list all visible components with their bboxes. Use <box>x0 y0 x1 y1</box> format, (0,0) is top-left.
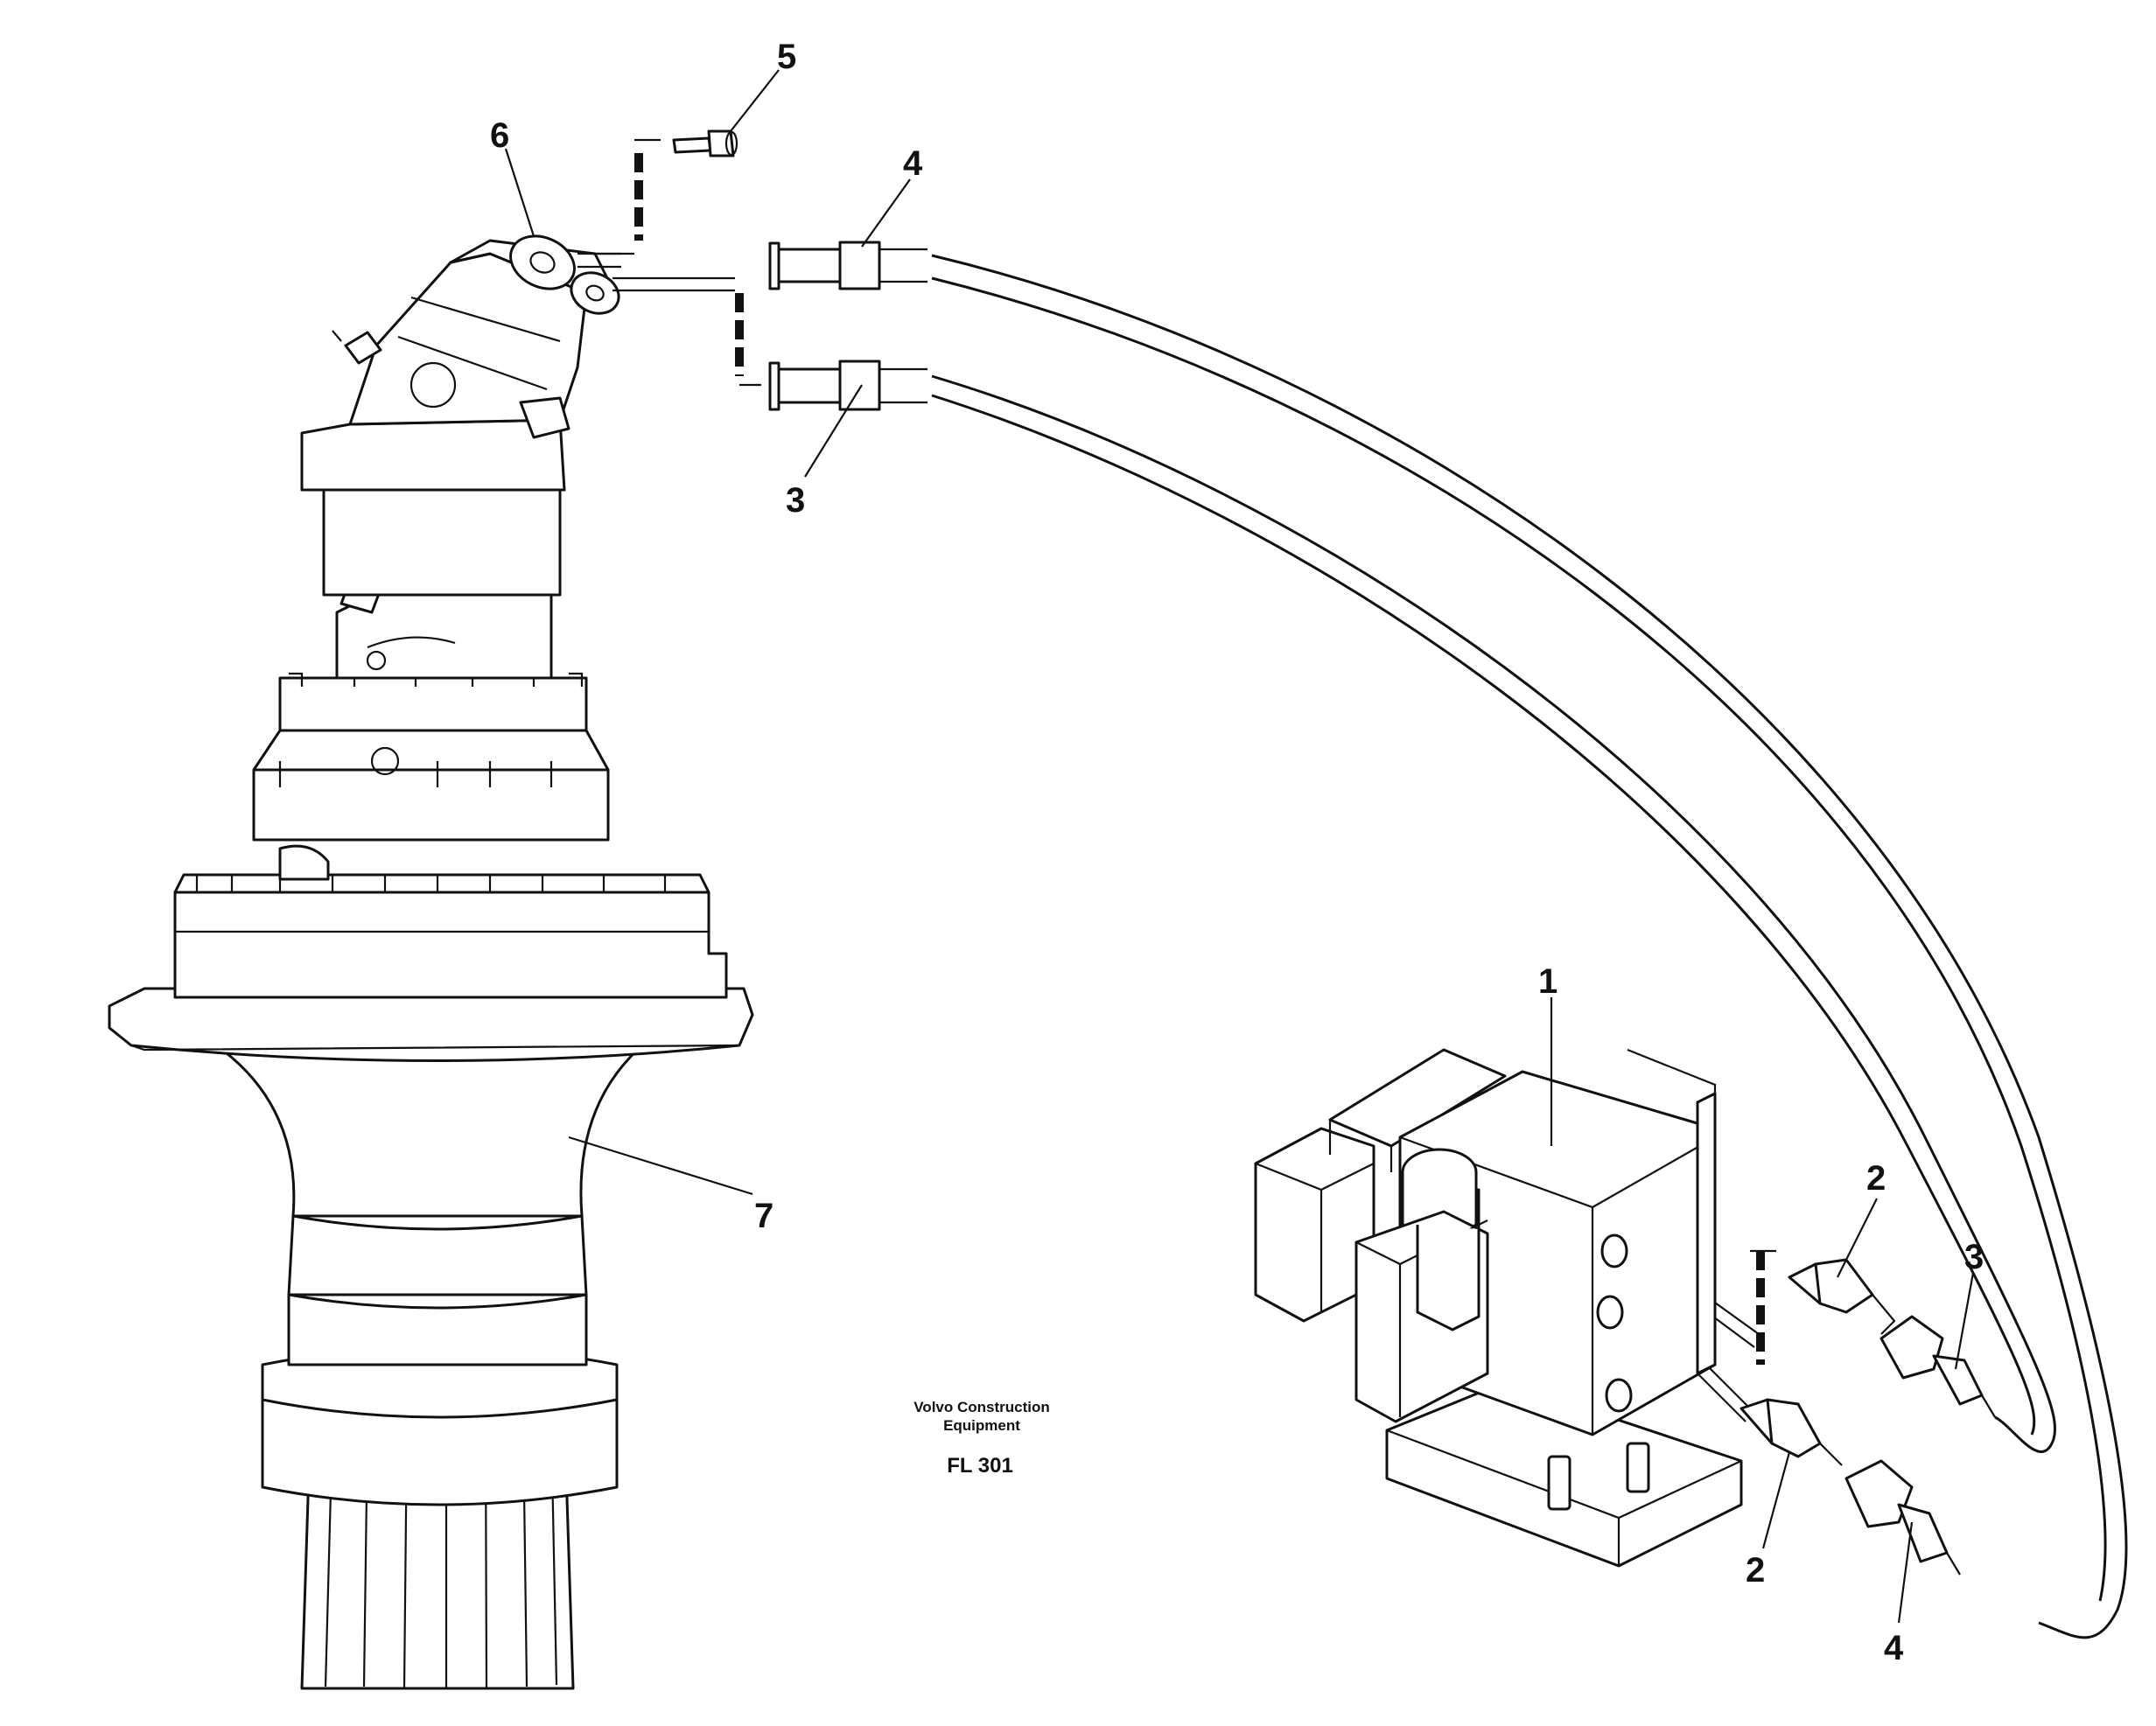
callout-4-top: 4 <box>903 144 923 183</box>
callout-3-top: 3 <box>786 481 805 520</box>
hose-fittings-lower <box>1618 1233 1996 1576</box>
caption-line2: Equipment <box>943 1417 1020 1434</box>
callout-labels: 5 6 4 3 7 1 2 3 2 4 <box>490 38 1984 1667</box>
callout-4-lower: 4 <box>1884 1629 1904 1667</box>
explode-lines <box>595 138 1776 1365</box>
callout-6: 6 <box>490 116 509 155</box>
callout-7: 7 <box>754 1197 774 1235</box>
leader-lines <box>504 69 1975 1624</box>
hoses <box>931 254 2128 1639</box>
swing-gearbox-drawing <box>108 234 754 1690</box>
figure-code: FL 301 <box>947 1454 1013 1478</box>
caption-line1: Volvo Construction <box>914 1399 1050 1415</box>
callout-2-lower: 2 <box>1746 1551 1765 1590</box>
valve-block-drawing <box>1254 1048 1743 1568</box>
flange-drawing <box>509 234 620 315</box>
callout-5: 5 <box>777 38 796 76</box>
hose-fittings-upper <box>768 241 928 411</box>
callout-3-lower: 3 <box>1964 1238 1984 1276</box>
callout-2-upper: 2 <box>1866 1159 1886 1198</box>
callout-1: 1 <box>1538 962 1558 1001</box>
figure-caption: Volvo Construction Equipment FL 301 <box>914 1399 1050 1478</box>
screw-drawing <box>672 129 738 157</box>
